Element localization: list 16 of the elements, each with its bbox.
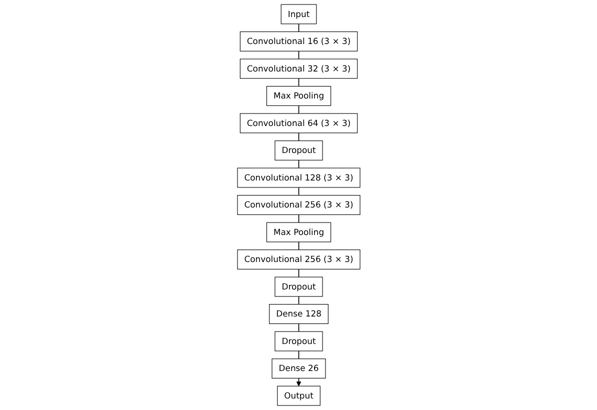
node-box: Dropout: [274, 276, 323, 297]
node-box: Dense 128: [268, 304, 328, 324]
arrow: [296, 378, 301, 386]
node-box: Input: [280, 4, 316, 24]
node-box: Convolutional 128 (3 × 3): [236, 168, 360, 188]
node-box: Dropout: [274, 140, 323, 160]
node-box: Convolutional 256 (3 × 3): [236, 250, 360, 270]
node-box: Max Pooling: [266, 86, 331, 106]
node-box: Dense 26: [271, 358, 326, 378]
node-box: Convolutional 32 (3 × 3): [240, 58, 358, 79]
node-box: Convolutional 16 (3 × 3): [240, 32, 358, 52]
node-box: Output: [276, 386, 320, 406]
node-box: Convolutional 64 (3 × 3): [240, 113, 358, 134]
node-box: Max Pooling: [266, 222, 331, 242]
node-box: Convolutional 256 (3 × 3): [236, 195, 360, 215]
node-box: Dropout: [274, 331, 323, 352]
